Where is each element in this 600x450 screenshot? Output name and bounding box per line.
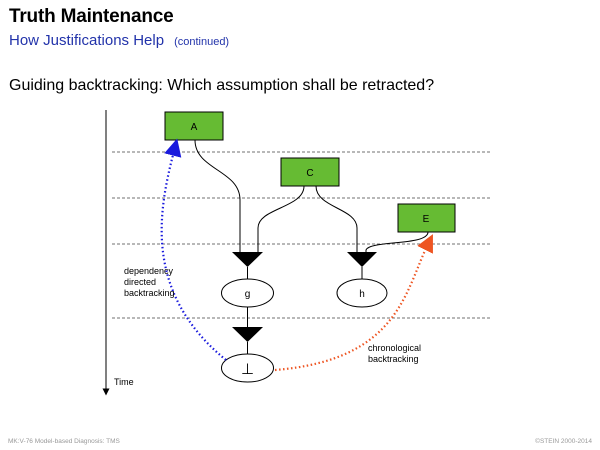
time-label: Time [114, 377, 134, 387]
chronological-label: chronological backtracking [368, 343, 424, 364]
chronological-arrow [274, 234, 433, 372]
node-contradiction-label: ⊥ [241, 361, 254, 378]
assumption-E-label: E [423, 214, 430, 225]
node-h-label: h [359, 289, 365, 300]
assumption-A [164, 111, 224, 141]
node-contradiction [221, 353, 274, 383]
assumption-C-label: C [306, 168, 313, 179]
justification-g [232, 252, 263, 267]
edge-C-g [257, 185, 305, 252]
assumption-C [280, 157, 340, 187]
slide-subtitle: How Justifications Help (continued) [9, 32, 229, 49]
justification-h [347, 252, 377, 267]
edge-E-h [365, 231, 429, 252]
edge-A-g [194, 139, 241, 252]
dependency-directed-arrow [160, 138, 227, 361]
node-h [336, 278, 388, 308]
assumption-A-label: A [191, 122, 198, 133]
footer-slide-id: MK:V-76 Model-based Diagnosis: TMS [8, 438, 120, 445]
edge-C-h [315, 185, 358, 252]
footer-copyright: ©STEIN 2000-2014 [535, 438, 592, 445]
subtitle-note: (continued) [174, 36, 230, 48]
node-g [221, 278, 274, 308]
dependency-label: dependency directed backtracking [124, 266, 176, 298]
subtitle-text: How Justifications Help [9, 32, 165, 49]
justification-bottom [232, 327, 263, 342]
slide-title: Truth Maintenance [9, 6, 174, 27]
node-g-label: g [245, 289, 251, 300]
assumption-E [397, 203, 456, 233]
question-text: Guiding backtracking: Which assumption s… [9, 77, 435, 94]
